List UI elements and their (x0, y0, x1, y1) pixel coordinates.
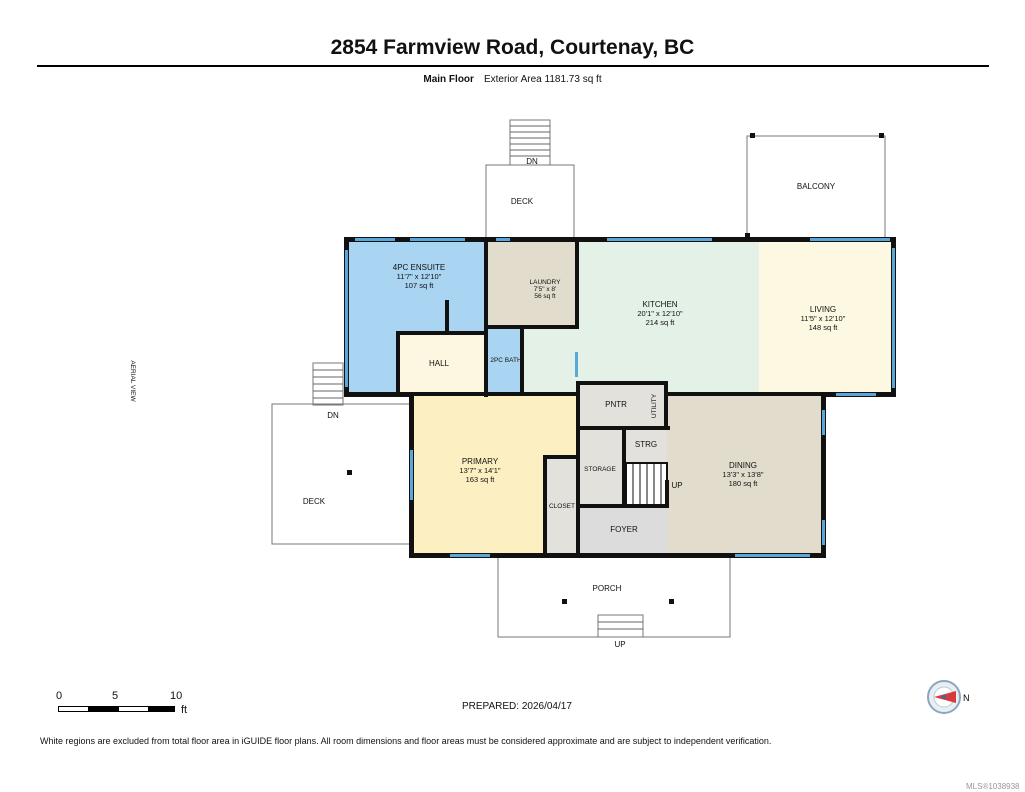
room-utility-name: UTILITY (651, 393, 658, 418)
room-laundry-dims: 7'5" x 8' (534, 286, 557, 293)
deck-left-name: DECK (303, 497, 326, 506)
room-living-dims: 11'5" x 12'10" (801, 314, 846, 323)
room-foyer-fill (578, 506, 667, 555)
porch-post-2 (669, 599, 674, 604)
stair-left-treads (313, 369, 343, 399)
room-living-name: LIVING (810, 305, 836, 314)
room-pntr-name: PNTR (605, 400, 627, 409)
room-ensuite-area: 107 sq ft (405, 281, 435, 290)
stair-inner-label: UP (671, 481, 682, 490)
compass-label: N (963, 693, 970, 703)
title-divider (37, 65, 989, 67)
room-ensuite-name: 4PC ENSUITE (393, 263, 445, 272)
room-closet-name: CLOSET (549, 503, 575, 510)
scale-five: 5 (112, 690, 119, 702)
balcony-name: BALCONY (797, 182, 836, 191)
deck-top-name: DECK (511, 197, 534, 206)
room-living-area: 148 sq ft (809, 323, 839, 332)
windows (345, 238, 895, 557)
balcony-post-3 (745, 233, 750, 238)
floor-subtitle: Main Floor Exterior Area 1181.73 sq ft (0, 74, 1025, 85)
room-ensuite-dims: 11'7" x 12'10" (397, 272, 442, 281)
room-dining-dims: 13'3" x 13'8" (722, 470, 763, 479)
balcony-post-1 (750, 133, 755, 138)
footnote: White regions are excluded from total fl… (40, 736, 772, 746)
room-primary-dims: 13'7" x 14'1" (459, 466, 500, 475)
room-hall-fill (398, 335, 488, 395)
scale-segment-2 (88, 706, 120, 712)
porch-name: PORCH (593, 584, 622, 593)
room-laundry-area: 56 sq ft (534, 293, 556, 300)
compass-icon: N (926, 679, 972, 715)
scale-ten: 10 (170, 690, 183, 702)
room-bath2-fill (487, 328, 523, 393)
stair-inner-treads (632, 463, 662, 506)
scale-segment-3 (118, 706, 150, 712)
deck-left-post (347, 470, 352, 475)
room-primary-name: PRIMARY (462, 457, 499, 466)
aerial-view-label: AERIAL VIEW (129, 360, 136, 402)
scale-unit: ft (181, 704, 188, 716)
room-dining-fill (667, 393, 821, 555)
stair-top-treads (510, 125, 550, 157)
stair-porch-label: UP (614, 640, 625, 649)
stair-porch-treads (598, 621, 643, 630)
scale-zero: 0 (56, 690, 63, 702)
room-kitchen-area: 214 sq ft (646, 318, 676, 327)
deck-left-outline (271, 403, 413, 545)
room-closet-fill (545, 457, 578, 555)
porch-post-1 (562, 599, 567, 604)
floor-label: Main Floor (423, 74, 474, 85)
balcony-outline (746, 135, 886, 240)
room-dining-area: 180 sq ft (729, 479, 759, 488)
scale-segment-4 (148, 706, 175, 712)
room-primary-area: 163 sq ft (466, 475, 496, 484)
scale-segment-1 (58, 706, 90, 712)
room-dining-name: DINING (729, 461, 757, 470)
room-storage-fill (578, 428, 624, 506)
room-kitchen-name: KITCHEN (642, 300, 677, 309)
stair-porch-outline (597, 614, 644, 638)
stair-top-outline (509, 119, 551, 166)
stair-top-label: DN (526, 157, 538, 166)
room-pntr-fill (578, 383, 664, 428)
room-kitchen-fill-2 (523, 328, 579, 393)
room-strg-name: STRG (635, 440, 657, 449)
porch-outline (497, 557, 731, 638)
balcony-post-2 (879, 133, 884, 138)
mls-number: MLS®1038938 (966, 782, 1020, 791)
room-foyer-name: FOYER (610, 525, 638, 534)
room-storage-name: STORAGE (584, 466, 616, 473)
room-living-fill (759, 240, 893, 393)
room-laundry-name: LAUNDRY (530, 279, 562, 286)
room-hall-name: HALL (429, 359, 450, 368)
page-title: 2854 Farmview Road, Courtenay, BC (330, 36, 695, 59)
room-strg-fill (624, 428, 670, 463)
room-kitchen-fill (577, 240, 759, 393)
room-bath2-name: 2PC BATH (490, 357, 522, 364)
room-kitchen-dims: 20'1" x 12'10" (637, 309, 683, 318)
prepared-date: PREPARED: 2026/04/17 (462, 701, 572, 712)
stair-left-label: DN (327, 411, 339, 420)
scale-bar: 0 5 10 ft (55, 690, 195, 720)
room-laundry-fill (487, 240, 577, 328)
exterior-area: Exterior Area 1181.73 sq ft (483, 74, 602, 85)
